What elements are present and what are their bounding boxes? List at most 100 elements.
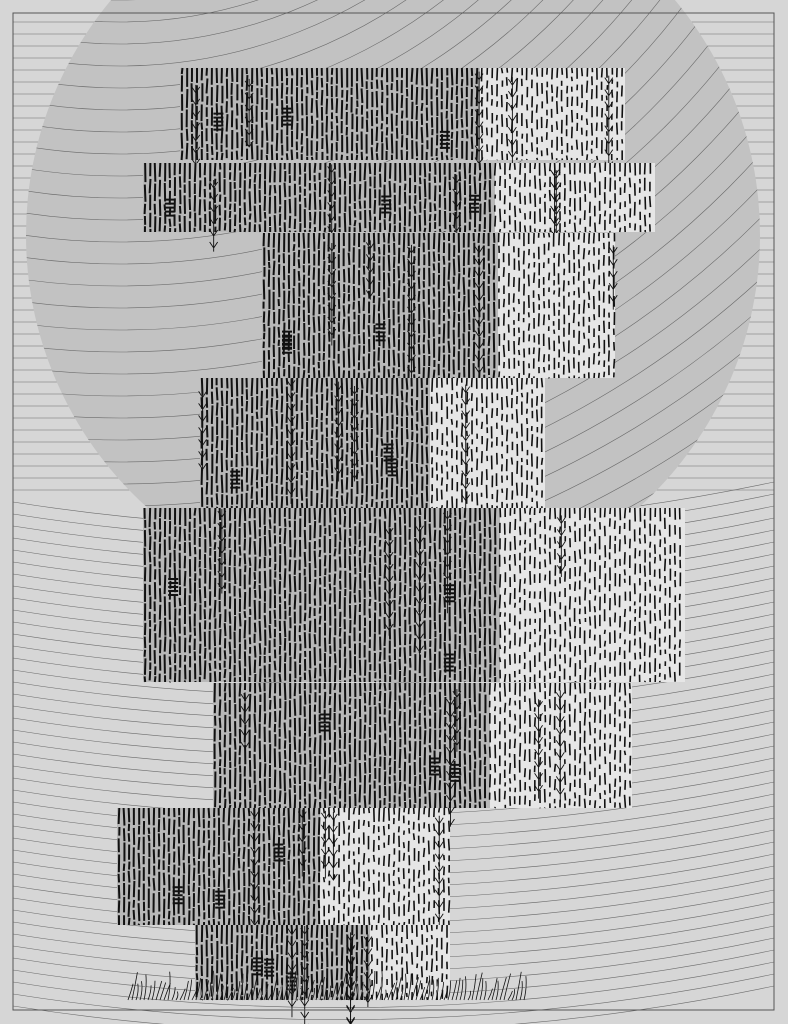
dash-column xyxy=(328,507,332,683)
willow-strand xyxy=(329,812,338,881)
dash-column xyxy=(212,807,216,926)
dash-column xyxy=(392,232,396,379)
ladder-mark xyxy=(282,335,293,354)
dash-column xyxy=(537,232,541,374)
dash-column xyxy=(293,507,297,683)
willow-strand xyxy=(346,932,355,1024)
dash-column xyxy=(188,507,192,683)
dash-column xyxy=(235,377,239,509)
dash-column xyxy=(473,507,477,683)
dash-column xyxy=(242,807,246,926)
dash-column xyxy=(500,67,504,161)
dash-column xyxy=(557,232,561,379)
dash-column xyxy=(195,924,199,998)
dash-column xyxy=(568,507,572,681)
ladder-mark xyxy=(445,584,456,603)
dash-column xyxy=(540,377,544,509)
dash-column xyxy=(445,377,449,509)
dash-column xyxy=(498,682,502,802)
dash-column xyxy=(337,807,341,924)
ladder-mark xyxy=(252,957,263,976)
dash-column xyxy=(313,162,317,233)
dash-column xyxy=(520,67,524,161)
dash-column xyxy=(275,67,279,161)
disc-arc xyxy=(26,0,760,265)
dash-column xyxy=(368,682,372,809)
dash-column xyxy=(510,377,514,509)
dash-column xyxy=(272,807,276,926)
dash-column xyxy=(435,67,439,161)
dash-column xyxy=(602,232,606,378)
dash-column xyxy=(445,924,449,999)
dash-column xyxy=(285,67,289,161)
dash-column xyxy=(320,377,324,509)
dash-column xyxy=(633,162,637,231)
dash-column xyxy=(408,507,412,683)
ladder-mark xyxy=(168,578,179,597)
ladder-mark xyxy=(230,470,241,489)
dash-column xyxy=(177,807,181,923)
dash-column xyxy=(318,682,322,809)
dash-column xyxy=(547,232,551,379)
dash-column xyxy=(433,507,437,682)
dash-column xyxy=(542,232,546,373)
dash-column xyxy=(247,807,251,926)
dash-column xyxy=(352,232,356,379)
dash-column xyxy=(447,807,451,926)
dash-column xyxy=(485,377,489,509)
block-dark-fill xyxy=(180,68,480,160)
dash-column xyxy=(322,807,326,926)
dash-column xyxy=(468,682,472,809)
dash-column xyxy=(347,232,351,379)
dash-column xyxy=(323,507,327,683)
dash-column xyxy=(553,682,557,809)
dash-column xyxy=(225,67,229,159)
dash-column xyxy=(272,232,276,379)
dash-column xyxy=(203,507,207,683)
dash-column xyxy=(573,162,577,233)
dash-column xyxy=(248,507,252,683)
dash-column xyxy=(417,232,421,379)
dash-column xyxy=(343,682,347,809)
dash-column xyxy=(480,67,484,161)
dash-column xyxy=(607,232,611,376)
dash-column xyxy=(153,162,157,233)
dash-column xyxy=(350,377,354,509)
dash-column xyxy=(443,682,447,809)
dash-column xyxy=(535,377,539,509)
dash-column xyxy=(258,162,262,233)
dash-column xyxy=(618,162,622,233)
dash-column xyxy=(295,924,299,1001)
disc-arc xyxy=(26,0,760,441)
dash-column xyxy=(285,924,289,1001)
dash-column xyxy=(532,232,536,379)
dash-column xyxy=(292,232,296,379)
dash-column xyxy=(370,924,373,1000)
dash-column xyxy=(573,682,577,807)
dash-column xyxy=(333,507,337,683)
dash-column xyxy=(268,162,272,233)
dash-column xyxy=(408,682,412,809)
dash-column xyxy=(668,507,672,678)
dash-column xyxy=(143,507,147,683)
dash-column xyxy=(315,377,319,509)
woven-block xyxy=(262,232,618,383)
dash-column xyxy=(433,682,437,809)
dash-column xyxy=(460,67,464,159)
willow-strand xyxy=(321,810,330,879)
dash-column xyxy=(440,924,444,999)
dash-column xyxy=(618,682,622,809)
dash-column xyxy=(482,232,486,379)
dash-column xyxy=(218,162,222,231)
dash-column xyxy=(395,67,399,160)
dash-column xyxy=(583,682,587,809)
dash-column xyxy=(315,67,319,160)
dash-column xyxy=(220,67,224,161)
dash-column xyxy=(567,232,571,379)
willow-strand xyxy=(287,926,297,1018)
dash-column xyxy=(415,924,419,997)
dash-column xyxy=(387,807,391,921)
frame-border xyxy=(12,12,775,1011)
dash-column xyxy=(240,377,244,509)
dash-column xyxy=(529,162,532,233)
